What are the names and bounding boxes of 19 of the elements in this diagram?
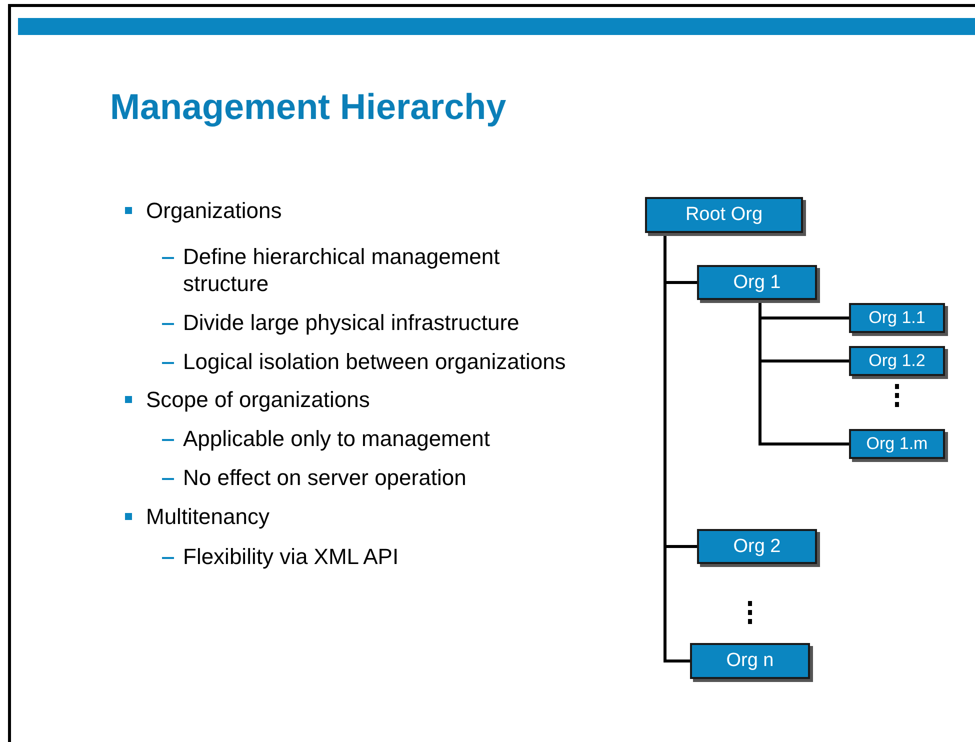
sub-bullet-text: Define hierarchical management structure <box>183 243 501 297</box>
bullet-text: Organizations <box>146 197 283 224</box>
org-box: Root Org <box>645 197 803 233</box>
org-box: Org 1.2 <box>849 346 945 376</box>
sub-bullet-text: Flexibility via XML API <box>183 543 400 570</box>
org-box: Org 1.m <box>849 429 945 459</box>
sub-bullet-text: Divide large physical infrastructure <box>183 309 520 336</box>
sub-bullet-text: Logical isolation between organizations <box>183 348 567 375</box>
connector-line <box>758 300 849 446</box>
bullet-text: Scope of organizations <box>146 386 371 413</box>
org-box: Org 2 <box>697 529 817 564</box>
org-box: Org 1 <box>697 265 817 300</box>
org-box: Org n <box>690 643 810 679</box>
bullet-text: Multitenancy <box>146 503 271 530</box>
slide-title: Management Hierarchy <box>110 86 506 128</box>
org-box: Org 1.1 <box>849 303 945 333</box>
sub-bullet-text: No effect on server operation <box>183 464 468 491</box>
connector-line <box>664 233 690 662</box>
sub-bullet-text: Applicable only to management <box>183 425 491 452</box>
